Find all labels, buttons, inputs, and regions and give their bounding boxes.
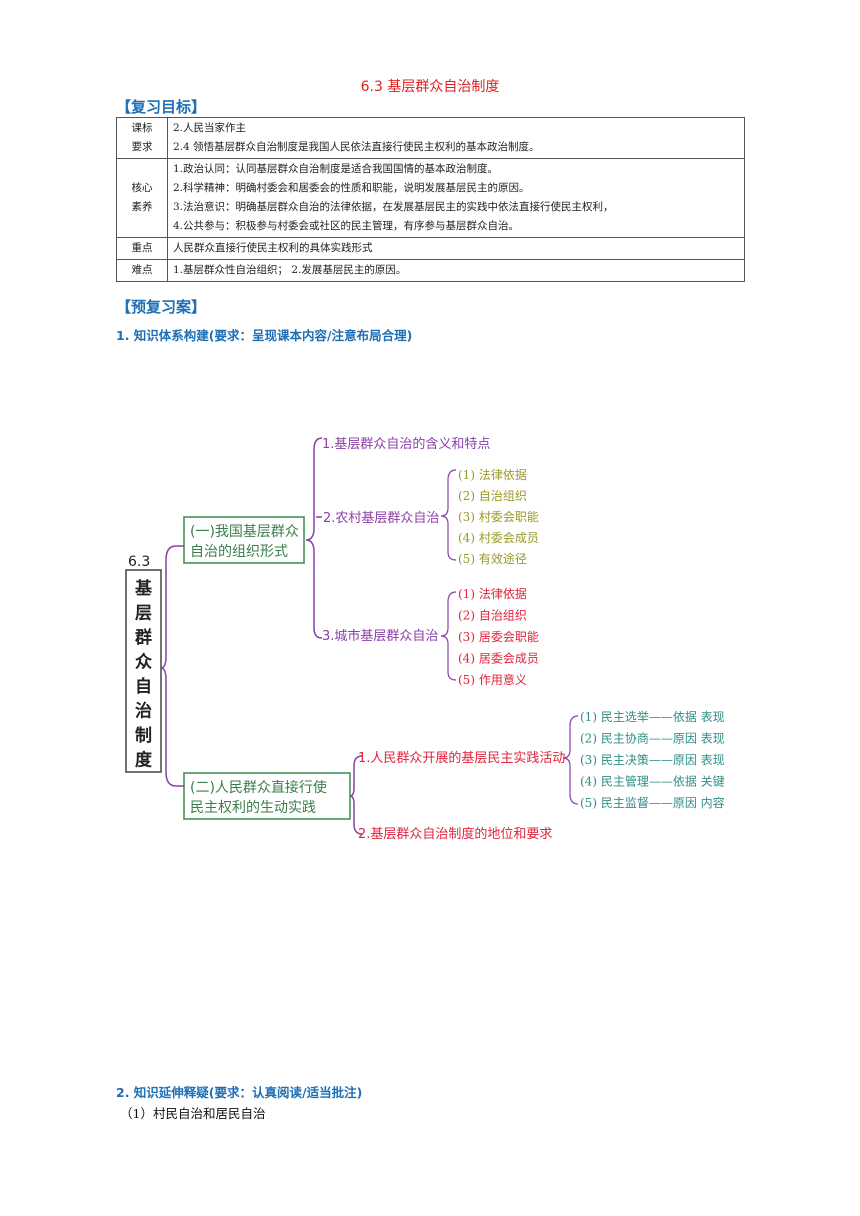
b1-child-2: 2.农村基层群众自治 (323, 511, 439, 526)
svg-text:(一)我国基层群众: (一)我国基层群众 (190, 523, 299, 540)
practice-item: (1) 民主选举——依据 表现 (580, 709, 725, 724)
root-char: 治 (135, 701, 152, 722)
branch-2-bracket (349, 755, 363, 835)
goals-line: 4.公共参与：积极参与村委会或社区的民主管理，有序参与基层群众自治。 (173, 220, 520, 232)
goals-row-label: 核心 素养 (116, 158, 168, 238)
practice-item: (3) 民主决策——原因 表现 (580, 753, 725, 767)
root-number: 6.3 (128, 554, 150, 570)
section-knowledge-system: 1. 知识体系构建(要求：呈现课本内容/注意布局合理) (116, 328, 413, 343)
goals-row-label: 课标 要求 (116, 117, 168, 159)
b2-child-2: 2.基层群众自治制度的地位和要求 (358, 826, 552, 842)
goals-row-content: 2.人民当家作主 2.4 领悟基层群众自治制度是我国人民依法直接行使民主权利的基本… (167, 117, 745, 159)
page-title: 6.3 基层群众自治制度 (360, 79, 500, 95)
practice-item: (2) 民主协商——原因 表现 (580, 731, 725, 746)
rural-bracket (440, 469, 457, 561)
rural-item: (2) 自治组织 (458, 489, 527, 503)
practice-item: (5) 民主监督——原因 内容 (580, 795, 725, 810)
b1-child-1: 1.基层群众自治的含义和特点 (322, 436, 490, 452)
svg-text:(二)人民群众直接行使: (二)人民群众直接行使 (190, 779, 327, 796)
goals-line: 2.科学精神：明确村委会和居委会的性质和职能，说明发展基层民主的原因。 (173, 182, 530, 194)
svg-text:自治的组织形式: 自治的组织形式 (190, 544, 288, 560)
review-goals-heading: 【复习目标】 (116, 98, 207, 116)
goals-row: 课标 要求 2.人民当家作主 2.4 领悟基层群众自治制度是我国人民依法直接行使民主… (116, 117, 745, 159)
rural-item: (3) 村委会职能 (458, 510, 539, 524)
practice-bracket (562, 715, 579, 805)
urban-item: (1) 法律依据 (458, 586, 527, 601)
section-knowledge-extension: 2. 知识延伸释疑(要求：认真阅读/适当批注) (116, 1085, 363, 1100)
goals-row-label: 难点 (116, 259, 168, 282)
goals-row-content: 1.基层群众性自治组织； 2.发展基层民主的原因。 (167, 259, 745, 282)
preview-heading: 【预复习案】 (116, 298, 207, 316)
urban-item: (5) 作用意义 (458, 672, 527, 687)
rural-item: (1) 法律依据 (458, 467, 527, 482)
urban-item: (2) 自治组织 (458, 609, 527, 623)
goals-line: 人民群众直接行使民主权利的具体实践形式 (173, 242, 373, 254)
root-char: 众 (135, 652, 153, 673)
rural-item: (4) 村委会成员 (458, 531, 539, 545)
b1-child-3: 3.城市基层群众自治 (322, 628, 438, 644)
root-char: 群 (135, 627, 152, 648)
practice-item: (4) 民主管理——依据 关键 (580, 774, 725, 789)
item-village-resident-autonomy: （1）村民自治和居民自治 (120, 1106, 266, 1121)
urban-bracket (440, 591, 457, 681)
goals-line: 2.4 领悟基层群众自治制度是我国人民依法直接行使民主权利的基本政治制度。 (173, 141, 540, 153)
rural-item: (5) 有效途径 (458, 551, 527, 566)
root-char: 层 (135, 604, 152, 624)
urban-item: (3) 居委会职能 (458, 630, 539, 644)
b2-child-1: 1.人民群众开展的基层民主实践活动 (358, 750, 565, 766)
goals-line: 3.法治意识：明确基层群众自治的法律依据，在发展基层民主的实践中依法直接行使民主… (173, 201, 614, 213)
root-char: 制 (135, 725, 152, 746)
root-bracket (160, 545, 177, 787)
urban-item: (4) 居委会成员 (458, 652, 539, 666)
root-char: 基 (134, 578, 153, 599)
review-goals-table: 课标 要求 2.人民当家作主 2.4 领悟基层群众自治制度是我国人民依法直接行使民主… (116, 117, 745, 282)
root-node: 6.3 基层群众自治制度 (125, 554, 162, 773)
root-char: 自 (135, 676, 152, 697)
branch-1-node: (一)我国基层群众 自治的组织形式 (183, 516, 305, 564)
goals-line: 1.政治认同：认同基层群众自治制度是适合我国国情的基本政治制度。 (173, 163, 499, 175)
branch-2-node: (二)人民群众直接行使 民主权利的生动实践 (183, 772, 351, 820)
goals-row: 难点 1.基层群众性自治组织； 2.发展基层民主的原因。 (116, 259, 745, 282)
goals-line: 2.人民当家作主 (173, 122, 247, 134)
root-char: 度 (135, 750, 153, 771)
branch-1-bracket (305, 437, 323, 639)
goals-line: 1.基层群众性自治组织； 2.发展基层民主的原因。 (173, 264, 407, 276)
goals-row: 重点人民群众直接行使民主权利的具体实践形式 (116, 237, 745, 260)
goals-row-content: 1.政治认同：认同基层群众自治制度是适合我国国情的基本政治制度。 2.科学精神：明… (167, 158, 745, 238)
svg-text:民主权利的生动实践: 民主权利的生动实践 (190, 800, 316, 816)
goals-row: 核心 素养 1.政治认同：认同基层群众自治制度是适合我国国情的基本政治制度。 2.科… (116, 158, 745, 238)
